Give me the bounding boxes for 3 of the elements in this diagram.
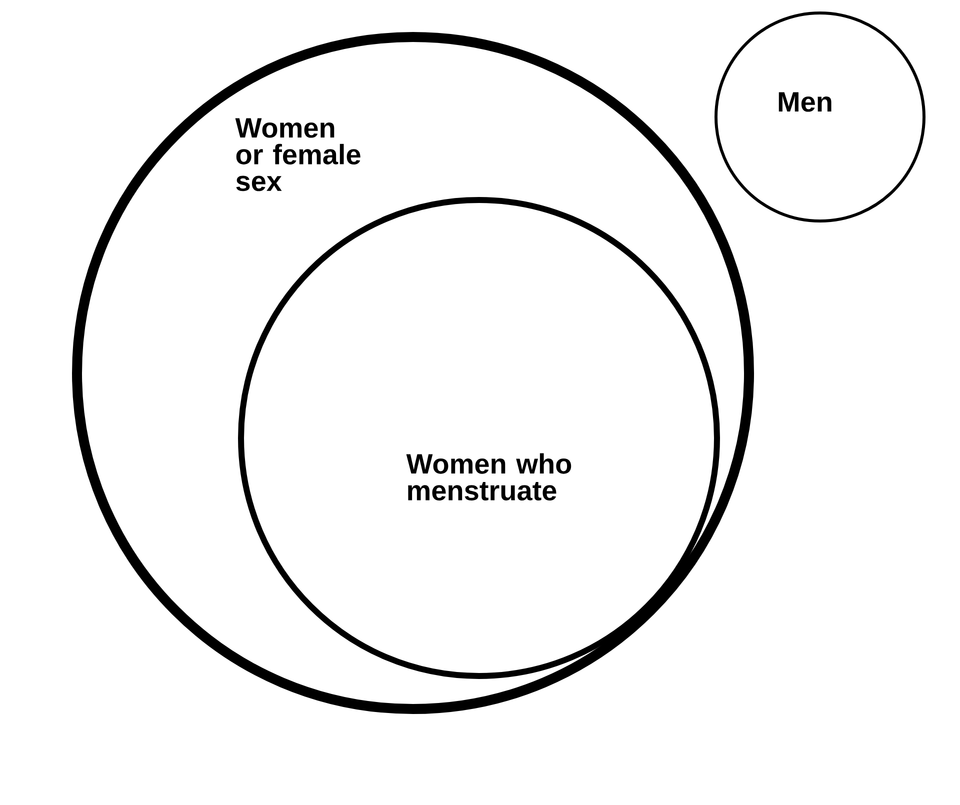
circle-label: Men xyxy=(778,92,832,112)
circle-label: Women or female sex xyxy=(235,118,360,192)
circle-label: Women who menstruate xyxy=(406,453,572,500)
